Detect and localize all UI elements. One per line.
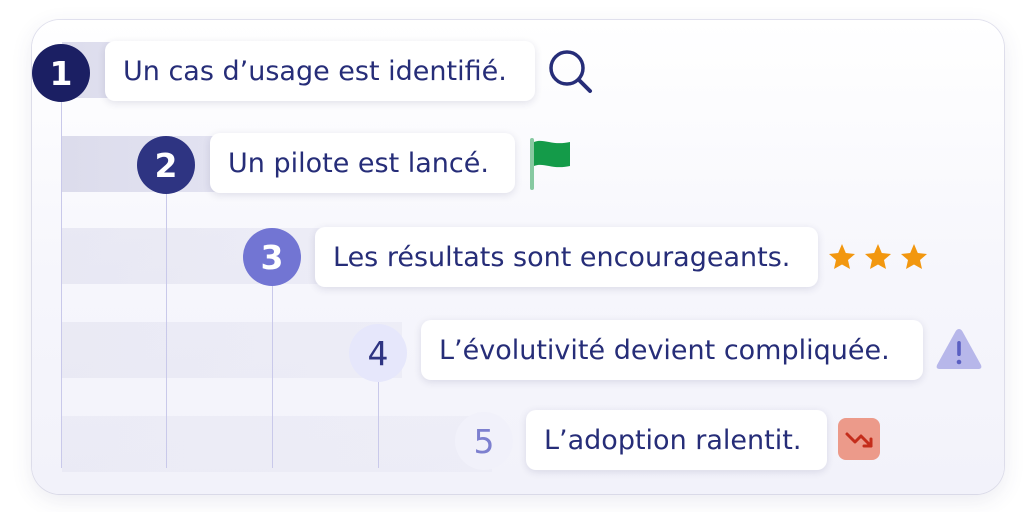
- step-1-number: 1: [32, 44, 90, 102]
- connector-line-1: [61, 72, 62, 468]
- step-3-text: Les résultats sont encourageants.: [315, 227, 818, 287]
- warning-triangle-icon: [936, 329, 982, 369]
- step-4-number: 4: [349, 324, 407, 382]
- staircase-diagram: 1 Un cas d’usage est identifié. 2 Un pil…: [32, 20, 1004, 494]
- step-4-text: L’évolutivité devient compliquée.: [421, 320, 923, 380]
- trend-down-icon: [838, 418, 880, 460]
- step-band-4: [62, 322, 402, 378]
- step-2-number: 2: [137, 136, 195, 194]
- magnifier-icon: [549, 50, 592, 93]
- step-1-text: Un cas d’usage est identifié.: [105, 41, 535, 101]
- three-stars-icon: [829, 244, 927, 269]
- connector-line-3: [272, 258, 273, 468]
- step-band-5: [62, 416, 492, 472]
- step-5-number: 5: [455, 412, 513, 470]
- connector-line-2: [166, 166, 167, 468]
- green-flag-icon: [530, 138, 570, 190]
- step-2-text: Un pilote est lancé.: [210, 133, 515, 193]
- step-3-number: 3: [243, 228, 301, 286]
- connector-line-4: [378, 354, 379, 468]
- step-5-text: L’adoption ralentit.: [526, 410, 827, 470]
